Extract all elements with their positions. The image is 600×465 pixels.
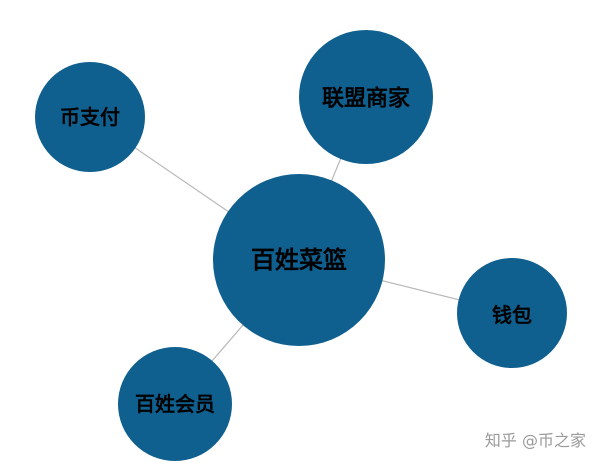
node-members-label: 百姓会员 — [135, 392, 215, 416]
node-merchants — [299, 30, 433, 164]
node-wallet — [457, 258, 567, 368]
node-wallet-label: 钱包 — [492, 303, 532, 327]
node-merchants-label: 联盟商家 — [322, 86, 411, 112]
node-members — [118, 347, 232, 461]
watermark-text: 知乎 @币之家 — [484, 431, 586, 450]
node-coin-pay-label: 币支付 — [60, 105, 120, 129]
node-center-label: 百姓菜篮 — [251, 246, 347, 274]
node-center — [213, 174, 385, 346]
node-coin-pay — [35, 62, 145, 172]
